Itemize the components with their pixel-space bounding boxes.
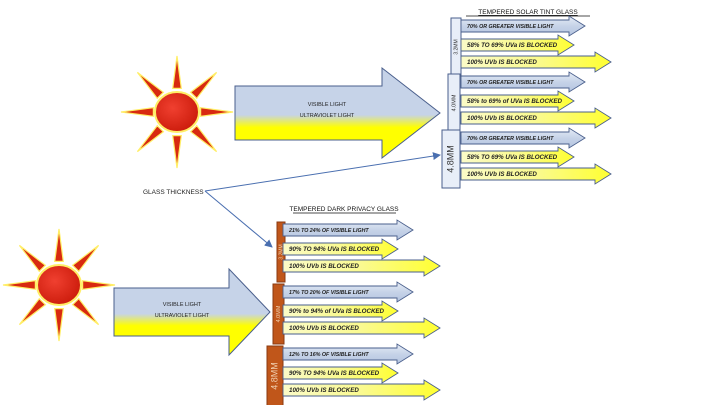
property-arrow: 90% TO 94% UVa IS BLOCKED xyxy=(282,362,399,384)
property-arrow: 100% UVb IS BLOCKED xyxy=(460,107,612,129)
ultraviolet-light-label: ULTRAVIOLET LIGHT xyxy=(155,313,210,319)
property-arrow: 70% OR GREATER VISIBLE LIGHT xyxy=(460,71,586,93)
sun-ray xyxy=(189,124,218,153)
property-label: 70% OR GREATER VISIBLE LIGHT xyxy=(467,24,554,30)
sun-ray xyxy=(120,107,154,117)
property-arrow: 100% UVb IS BLOCKED xyxy=(460,51,612,73)
thickness-label: 3.2MM xyxy=(278,244,284,259)
thickness-label: 4.0MM xyxy=(276,305,282,322)
thickness-label: 3.2MM xyxy=(453,39,459,54)
tint-glass-group: 3.2MM 70% OR GREATER VISIBLE LIGHT 58% TO … xyxy=(441,15,612,189)
thickness-bar xyxy=(441,129,461,189)
sun-ray xyxy=(189,71,218,100)
property-arrow: 90% TO 94% UVa IS BLOCKED xyxy=(282,238,399,260)
thickness-panel: 4.0MM 17% TO 20% OF VISIBLE LIGHT 90% to 9… xyxy=(272,281,441,345)
property-label: 90% TO 94% UVa IS BLOCKED xyxy=(289,370,380,377)
property-label: 12% TO 16% OF VISIBLE LIGHT xyxy=(289,352,369,358)
property-arrow: 100% UVb IS BLOCKED xyxy=(282,317,441,339)
sun-ray xyxy=(71,297,100,326)
sun-ray xyxy=(82,280,116,290)
property-label: 90% TO 94% UVa IS BLOCKED xyxy=(289,246,380,253)
property-label: 70% OR GREATER VISIBLE LIGHT xyxy=(467,136,554,142)
property-label: 58% TO 69% UVa IS BLOCKED xyxy=(467,42,558,49)
property-label: 17% TO 20% OF VISIBLE LIGHT xyxy=(289,290,369,296)
property-arrow: 21% TO 24% OF VISIBLE LIGHT xyxy=(282,219,414,241)
sun-ray xyxy=(136,71,165,100)
property-label: 58% to 69% of UVa IS BLOCKED xyxy=(467,98,563,105)
sun-body xyxy=(36,264,82,306)
property-arrow: 100% UVb IS BLOCKED xyxy=(282,255,441,277)
property-label: 100% UVb IS BLOCKED xyxy=(467,171,537,178)
thickness-panel: 3.2MM 21% TO 24% OF VISIBLE LIGHT 90% TO 9… xyxy=(276,219,441,283)
sun-ray xyxy=(2,280,36,290)
sun-ray xyxy=(54,228,64,262)
property-label: 100% UVb IS BLOCKED xyxy=(289,325,359,332)
property-label: 100% UVb IS BLOCKED xyxy=(289,387,359,394)
thickness-panel: 4.8MM 12% TO 16% OF VISIBLE LIGHT 90% TO 9… xyxy=(266,343,441,405)
property-label: 100% UVb IS BLOCKED xyxy=(467,59,537,66)
property-label: 100% UVb IS BLOCKED xyxy=(289,263,359,270)
sun-ray xyxy=(71,244,100,273)
glass-thickness-label: GLASS THICKNESS xyxy=(143,189,204,196)
property-label: 70% OR GREATER VISIBLE LIGHT xyxy=(467,80,554,86)
property-arrow: 70% OR GREATER VISIBLE LIGHT xyxy=(460,127,586,149)
thickness-label: 4.8MM xyxy=(269,362,279,390)
thickness-label: 4.0MM xyxy=(451,94,457,111)
sun-ray xyxy=(18,244,47,273)
tint-glass-title: TEMPERED SOLAR TINT GLASS xyxy=(478,9,578,16)
sun-ray xyxy=(18,297,47,326)
property-label: 21% TO 24% OF VISIBLE LIGHT xyxy=(288,228,369,234)
property-label: 100% UVb IS BLOCKED xyxy=(467,115,537,122)
sun-icon xyxy=(120,55,234,169)
privacy-glass-group: 3.2MM 21% TO 24% OF VISIBLE LIGHT 90% TO 9… xyxy=(266,219,441,405)
source-light-arrow-bottom: VISIBLE LIGHT ULTRAVIOLET LIGHT xyxy=(113,267,271,357)
callout-arrow-privacy xyxy=(204,190,273,248)
property-arrow: 58% TO 69% UVa IS BLOCKED xyxy=(460,34,575,56)
source-light-arrow-top: VISIBLE LIGHT ULTRAVIOLET LIGHT xyxy=(234,66,441,160)
property-arrow: 90% to 94% of UVa IS BLOCKED xyxy=(282,300,399,322)
property-arrow: 17% TO 20% OF VISIBLE LIGHT xyxy=(282,281,414,303)
sun-icon xyxy=(2,228,116,342)
thickness-panel: 3.2MM 70% OR GREATER VISIBLE LIGHT 58% TO … xyxy=(450,15,612,77)
visible-light-label: VISIBLE LIGHT xyxy=(163,302,202,308)
property-arrow: 58% TO 69% UVa IS BLOCKED xyxy=(460,146,575,168)
property-label: 90% to 94% of UVa IS BLOCKED xyxy=(289,308,385,315)
property-arrow: 12% TO 16% OF VISIBLE LIGHT xyxy=(282,343,414,365)
sun-ray xyxy=(172,55,182,89)
thickness-panel: 4.8MM 70% OR GREATER VISIBLE LIGHT 58% TO … xyxy=(441,127,612,189)
sun-ray xyxy=(54,308,64,342)
visible-light-label: VISIBLE LIGHT xyxy=(308,102,347,108)
property-arrow: 100% UVb IS BLOCKED xyxy=(460,163,612,185)
sun-ray xyxy=(172,135,182,169)
sun-ray xyxy=(200,107,234,117)
privacy-glass-title: TEMPERED DARK PRIVACY GLASS xyxy=(289,206,399,213)
thickness-label: 4.8MM xyxy=(445,145,455,173)
property-arrow: 58% to 69% of UVa IS BLOCKED xyxy=(460,90,575,112)
sun-body xyxy=(154,91,200,133)
thickness-panel: 4.0MM 70% OR GREATER VISIBLE LIGHT 58% to … xyxy=(447,71,612,133)
property-arrow: 70% OR GREATER VISIBLE LIGHT xyxy=(460,15,586,37)
property-arrow: 100% UVb IS BLOCKED xyxy=(282,379,441,401)
callout-arrow-tint xyxy=(204,152,441,192)
property-label: 58% TO 69% UVa IS BLOCKED xyxy=(467,154,558,161)
ultraviolet-light-label: ULTRAVIOLET LIGHT xyxy=(300,113,355,119)
sun-ray xyxy=(136,124,165,153)
